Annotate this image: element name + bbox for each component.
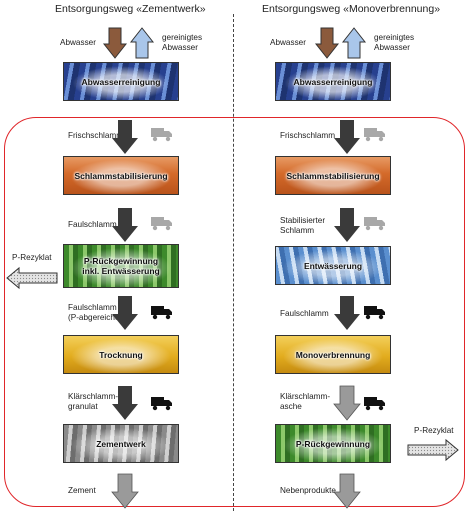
left-box-schlammstabilisierung: Schlammstabilisierung (63, 156, 179, 195)
truck-icon (364, 397, 385, 411)
right-box-monoverbrennung: Monoverbrennung (275, 335, 391, 374)
box-label: Schlammstabilisierung (74, 170, 168, 181)
truck-icon (364, 128, 385, 142)
truck-icon (151, 306, 172, 320)
left-side-output-label: P-Rezyklat (12, 253, 52, 262)
right-inflow-label: Abwasser (270, 38, 306, 47)
left-arrow-icon (6, 266, 58, 290)
down-arrow-icon (333, 385, 361, 421)
box-label: Zementwerk (96, 438, 146, 449)
left-flow-faulschlamm-p: Faulschlamm (P-abgereichert) (68, 303, 128, 322)
right-box-schlammstabilisierung: Schlammstabilisierung (275, 156, 391, 195)
right-title: Entsorgungsweg «Monoverbrennung» (262, 3, 441, 15)
left-box-p-rueckgewinnung: P-Rückgewinnung inkl. Entwässerung (63, 244, 179, 288)
down-arrow-icon (112, 120, 138, 154)
left-flow-zement: Zement (68, 486, 96, 495)
right-outflow-label: gereinigtes Abwasser (374, 33, 415, 52)
down-arrow-icon (334, 296, 360, 330)
left-box-trocknung: Trocknung (63, 335, 179, 374)
down-arrow-icon (111, 473, 139, 509)
clean-water-out-arrow-icon (341, 27, 367, 59)
truck-icon (151, 217, 172, 231)
left-title: Entsorgungsweg «Zementwerk» (55, 3, 206, 15)
left-outflow-label: gereinigtes Abwasser (162, 33, 203, 52)
truck-icon (151, 128, 172, 142)
left-flow-frischschlamm: Frischschlamm (68, 131, 124, 140)
box-label: Monoverbrennung (295, 349, 371, 360)
wastewater-in-arrow-icon (314, 27, 340, 59)
left-box-zementwerk: Zementwerk (63, 424, 179, 463)
clean-water-out-arrow-icon (129, 27, 155, 59)
right-flow-nebenprodukte: Nebenprodukte (280, 486, 336, 495)
right-flow-frischschlamm: Frischschlamm (280, 131, 336, 140)
down-arrow-icon (333, 473, 361, 509)
down-arrow-icon (112, 208, 138, 242)
box-label: P-Rückgewinnung (295, 438, 371, 449)
left-box-abwasserreinigung: Abwasserreinigung (63, 62, 179, 101)
right-side-output-label: P-Rezyklat (414, 426, 454, 435)
left-inflow-label: Abwasser (60, 38, 96, 47)
right-flow-stabilisierter-schlamm: Stabilisierter Schlamm (280, 216, 326, 235)
right-box-p-rueckgewinnung: P-Rückgewinnung (275, 424, 391, 463)
left-flow-faulschlamm: Faulschlamm (68, 220, 117, 229)
box-label: Schlammstabilisierung (286, 170, 380, 181)
down-arrow-icon (112, 386, 138, 420)
sludge-treatment-frame (4, 117, 465, 507)
truck-icon (364, 306, 385, 320)
down-arrow-icon (112, 296, 138, 330)
right-box-entwaesserung: Entwässerung (275, 246, 391, 285)
box-label: P-Rückgewinnung inkl. Entwässerung (82, 256, 160, 276)
right-flow-faulschlamm: Faulschlamm (280, 309, 329, 318)
right-arrow-icon (407, 438, 459, 462)
down-arrow-icon (334, 208, 360, 242)
box-label: Entwässerung (303, 260, 363, 271)
truck-icon (151, 397, 172, 411)
box-label: Abwasserreinigung (81, 76, 161, 87)
right-flow-klaerschlammasche: Klärschlamm- asche (280, 392, 331, 411)
column-divider (233, 14, 234, 511)
down-arrow-icon (334, 120, 360, 154)
wastewater-in-arrow-icon (102, 27, 128, 59)
left-flow-klaerschlammgranulat: Klärschlamm- granulat (68, 392, 119, 411)
box-label: Trocknung (99, 349, 143, 360)
right-box-abwasserreinigung: Abwasserreinigung (275, 62, 391, 101)
box-label: Abwasserreinigung (293, 76, 373, 87)
truck-icon (364, 217, 385, 231)
